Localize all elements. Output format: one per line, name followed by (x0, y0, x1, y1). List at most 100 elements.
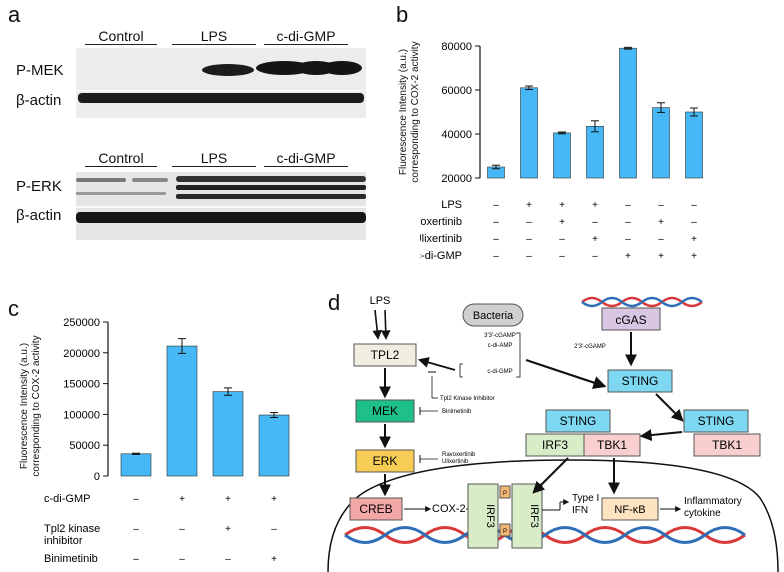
treatment-sign: – (526, 217, 532, 228)
cgas-label: cGAS (615, 313, 646, 327)
blot-bottom-group-cdigmp: c-di-GMP (264, 150, 348, 167)
lps-label: LPS (370, 295, 391, 307)
chart-c-ylabel: Fluorescence Intensity (a.u.) correspond… (19, 335, 42, 477)
tbk1-box-right (693, 433, 761, 457)
blot-row-label-perk: P-ERK (16, 178, 62, 195)
bar (586, 126, 604, 179)
treatment-sign: – (179, 554, 185, 564)
chart-b-ylabel: Fluorescence Intensity (a.u.) correspond… (398, 41, 421, 183)
nfkb-label: NF-κB (614, 504, 645, 516)
treatment-sign: – (225, 554, 231, 564)
chart-c: 050000100000150000200000250000c-di-GMP–+… (44, 317, 290, 564)
sting-box-right (683, 409, 749, 433)
ligand-1: 3'3'-cGAMP (484, 333, 516, 339)
treatment-label: LPS (441, 199, 462, 211)
panel-letter-d: d (328, 290, 341, 315)
irf3-dimer-left (467, 483, 499, 549)
treatment-sign: – (625, 200, 631, 211)
bar (166, 345, 198, 477)
panel-letter-c: c (8, 296, 19, 321)
sting-label-top: STING (622, 374, 659, 388)
treatment-sign: + (658, 251, 664, 262)
blot-image-erk (76, 172, 366, 240)
y-tick-label: 150000 (63, 379, 100, 391)
treatment-sign: – (592, 217, 598, 228)
treatment-sign: – (625, 217, 631, 228)
treatment-sign: + (225, 524, 231, 535)
treatment-sign: – (493, 217, 499, 228)
treatment-sign: + (658, 217, 664, 228)
blot-bottom-group-control: Control (85, 150, 157, 167)
tpl2-label: TPL2 (371, 348, 400, 362)
ligand-3: c-di-GMP (487, 369, 512, 375)
panel-letter-b: b (396, 2, 409, 27)
inflammatory-label-1: Inflammatory (684, 496, 742, 507)
treatment-sign: – (691, 200, 697, 211)
blot-bottom-group-lps: LPS (172, 150, 256, 167)
treatment-sign: + (559, 200, 565, 211)
erk-box (355, 449, 415, 473)
bacteria-label: Bacteria (473, 310, 514, 322)
blot-top-group-cdigmp: c-di-GMP (264, 28, 348, 45)
treatment-sign: + (179, 494, 185, 505)
treatment-sign: – (526, 251, 532, 262)
treatment-label: c-di-GMP (44, 493, 90, 505)
mek-label: MEK (372, 404, 398, 418)
y-tick-label: 0 (94, 471, 100, 483)
bar (120, 453, 152, 477)
y-tick-label: 20000 (441, 173, 472, 185)
sting-label-right: STING (698, 414, 735, 428)
binimetinib-label: Binimetinib (442, 409, 472, 415)
panel-letter-a: a (8, 2, 21, 27)
chart-b: 20000400006000080000LPS–+++–––Ravoxertin… (420, 41, 703, 262)
treatment-sign: – (133, 554, 139, 564)
treatment-label: Tpl2 kinase (44, 523, 100, 535)
creb-label: CREB (359, 502, 392, 516)
treatment-sign: – (625, 234, 631, 245)
inflammatory-label-2: cytokine (684, 508, 721, 519)
blot-row-label-actin-1: β-actin (16, 92, 62, 109)
phospho-bottom (499, 523, 511, 537)
y-tick-label: 80000 (441, 41, 472, 53)
svg-text:P: P (503, 529, 507, 535)
type1ifn-label-2: IFN (572, 505, 588, 516)
cgamp-label: 2'3'-cGAMP (574, 344, 606, 350)
irf3-dimer-right (511, 483, 543, 549)
pathway-diagram: LPS Bacteria 3'3'-cGAMP c-di-AMP c-di-GM… (327, 295, 779, 572)
treatment-sign: – (592, 251, 598, 262)
treatment-sign: – (133, 524, 139, 535)
treatment-sign: + (691, 251, 697, 262)
y-tick-label: 100000 (63, 409, 100, 421)
treatment-sign: – (493, 234, 499, 245)
treatment-sign: + (526, 200, 532, 211)
treatment-sign: – (691, 217, 697, 228)
treatment-sign: – (559, 251, 565, 262)
treatment-sign: – (179, 524, 185, 535)
treatment-sign: – (526, 234, 532, 245)
irf3-label: IRF3 (542, 438, 568, 452)
treatment-label: c-di-GMP (420, 250, 462, 262)
bar (553, 132, 571, 179)
sting-box-complex (545, 409, 611, 433)
mek-box (355, 399, 415, 423)
nfkb-box (601, 497, 659, 521)
treatment-label: Ravoxertinib (420, 216, 462, 228)
treatment-label: inhibitor (44, 535, 83, 547)
erk-label: ERK (373, 454, 398, 468)
treatment-sign: + (592, 234, 598, 245)
dna-small-blue (581, 296, 703, 308)
treatment-sign: + (271, 494, 277, 505)
ligand-2: c-di-AMP (488, 343, 513, 349)
blot-top-group-lps: LPS (172, 28, 256, 45)
treatment-sign: – (658, 234, 664, 245)
sting-label-complex: STING (560, 414, 597, 428)
blot-row-label-actin-2: β-actin (16, 207, 62, 224)
irf3-dimer-label-left: IRF3 (484, 504, 496, 528)
treatment-sign: + (225, 494, 231, 505)
tpl2-inhibitor-label: Tpl2 Kinase Inhibitor (440, 396, 495, 402)
y-tick-label: 60000 (441, 85, 472, 97)
treatment-sign: – (493, 251, 499, 262)
phospho-top (499, 485, 511, 499)
treatment-sign: – (559, 234, 565, 245)
erk-inhibitor-label-2: Ulixertinib (442, 459, 469, 465)
